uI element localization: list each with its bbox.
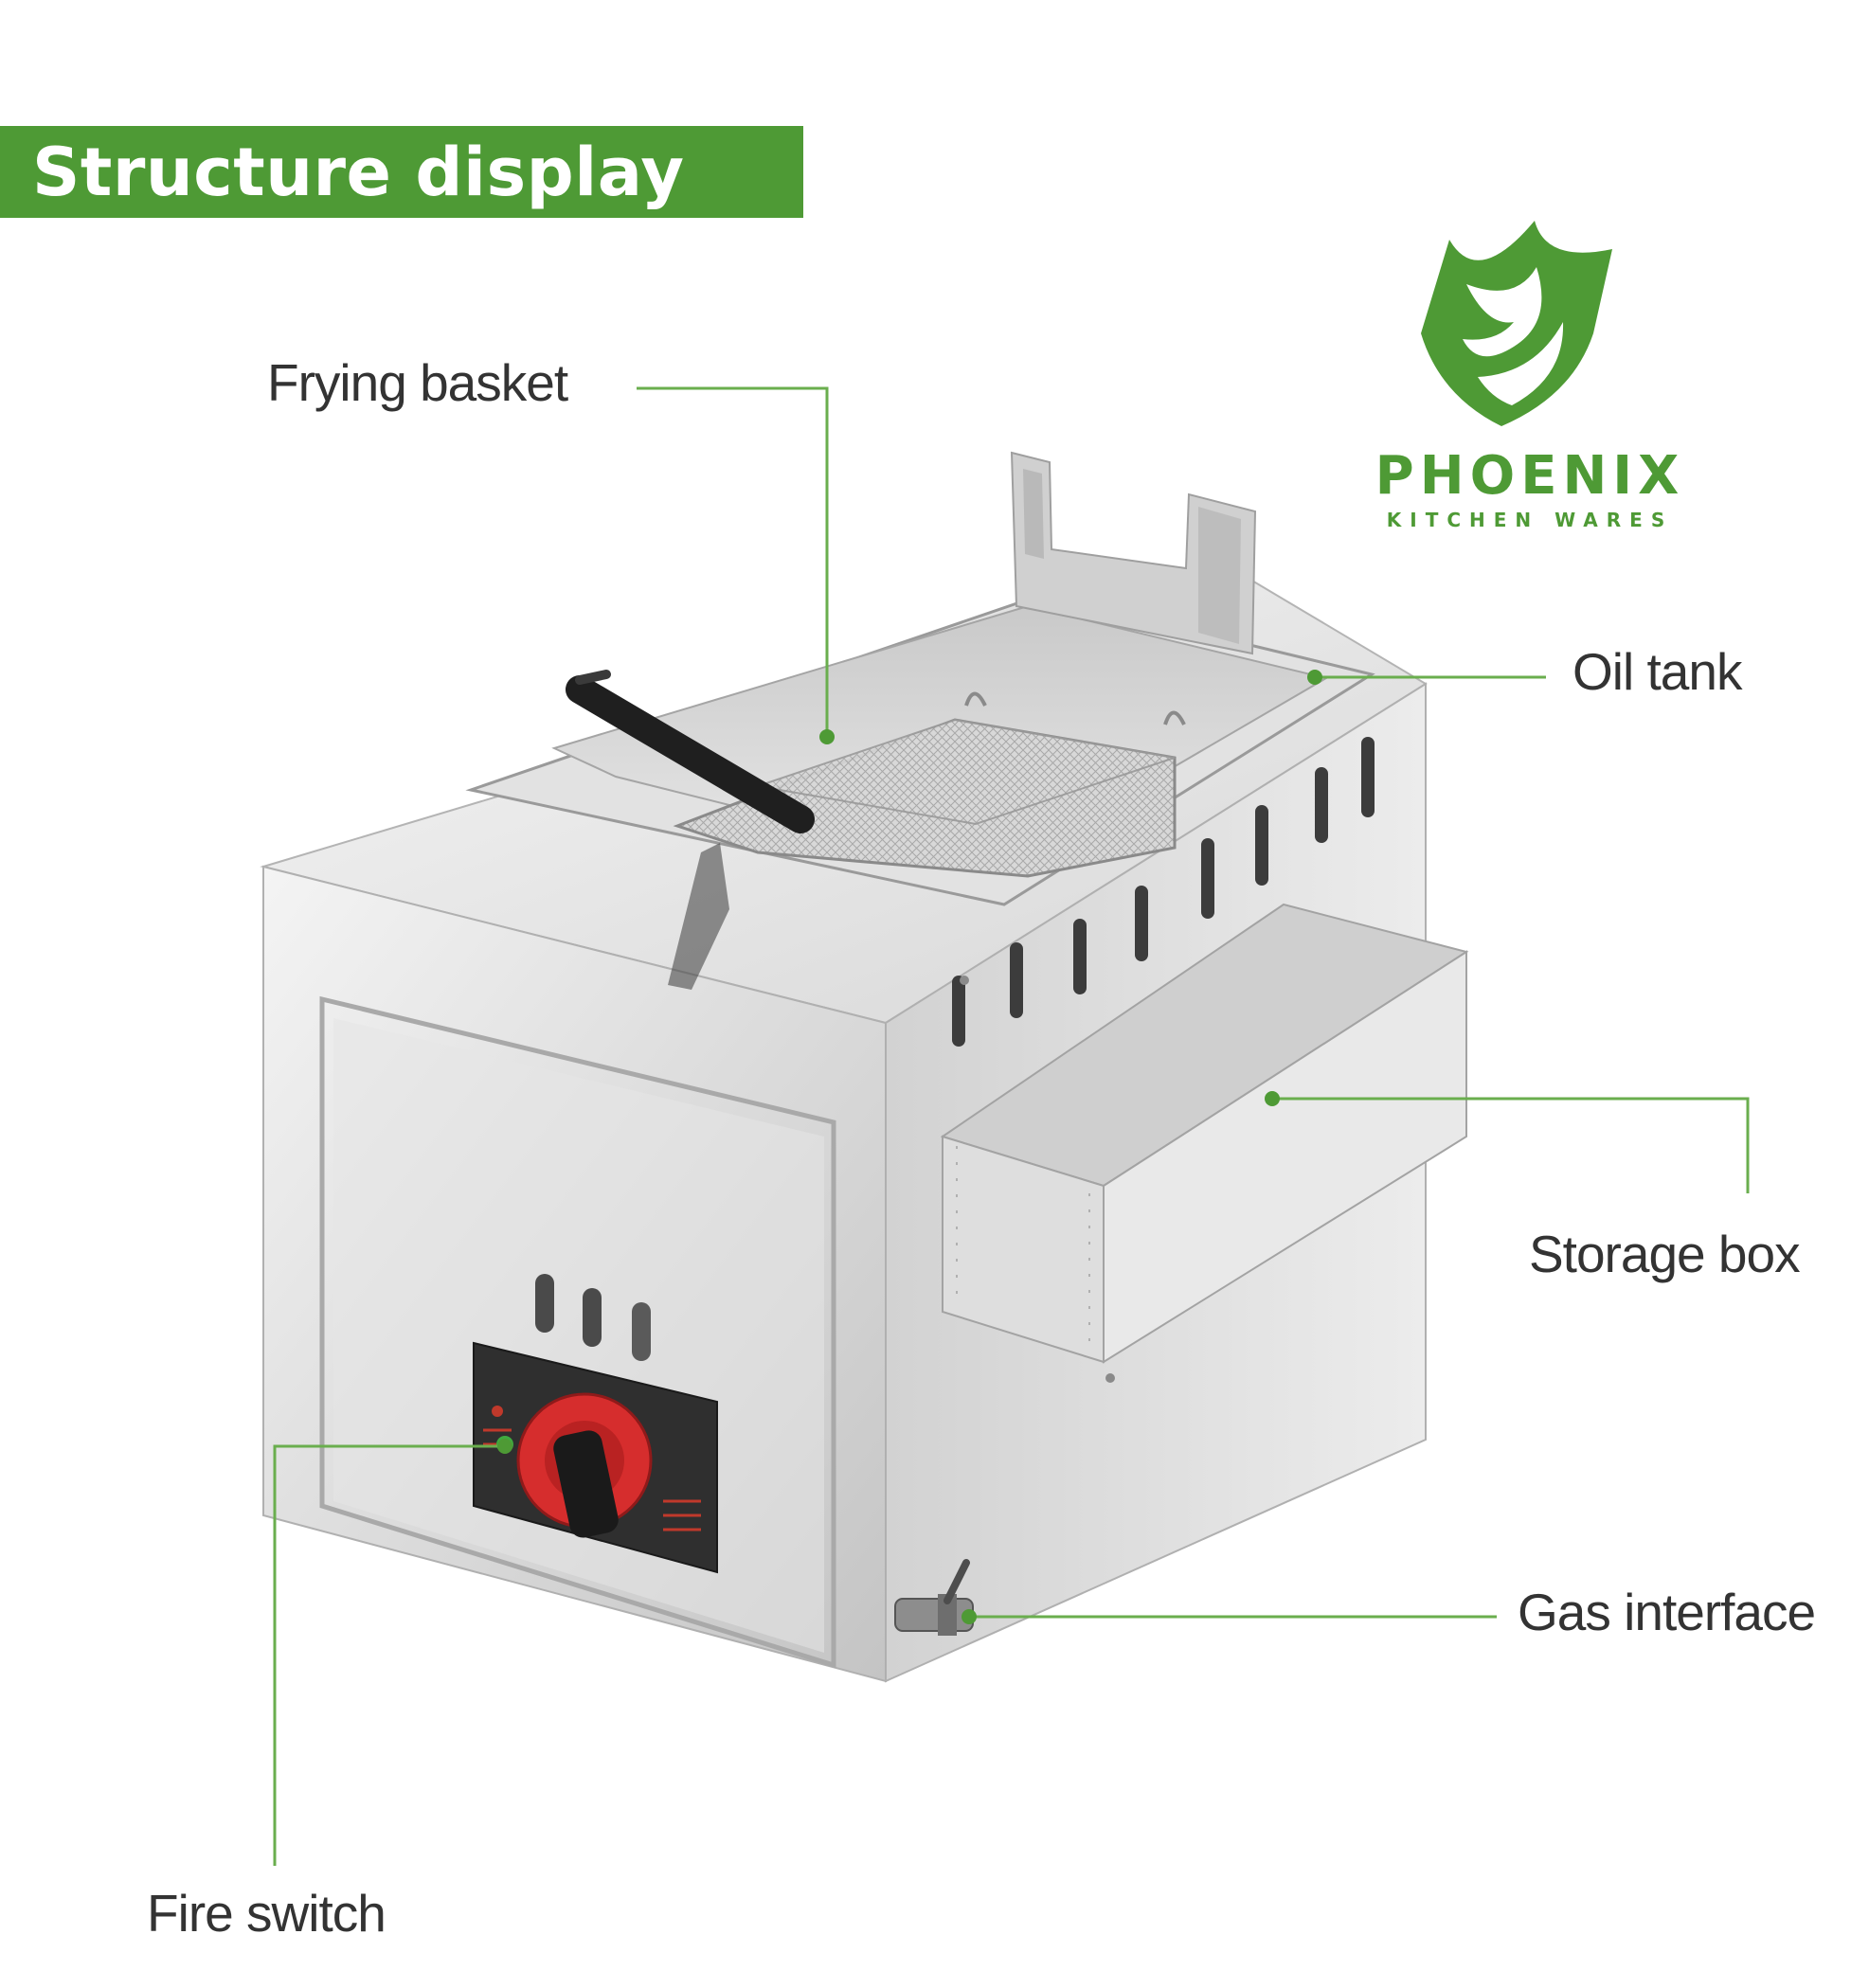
phoenix-shield-icon bbox=[1421, 221, 1612, 426]
callout-oil-tank: Oil tank bbox=[1572, 642, 1742, 701]
frying-basket bbox=[566, 670, 1186, 990]
callout-frying-basket: Frying basket bbox=[267, 353, 568, 412]
fire-switch-knob bbox=[516, 1392, 653, 1538]
callout-gas-interface: Gas interface bbox=[1518, 1583, 1816, 1641]
logo-name: PHOENIX bbox=[1375, 445, 1685, 507]
tank-handle-plate bbox=[1010, 451, 1257, 655]
leader-fire-switch bbox=[273, 1444, 505, 1866]
callout-leaders bbox=[273, 386, 1750, 1866]
storage-box bbox=[940, 903, 1469, 1383]
banner-title: Structure display bbox=[32, 133, 685, 211]
title-banner: Structure display bbox=[0, 126, 803, 218]
logo-tagline: KITCHEN WARES bbox=[1386, 509, 1674, 531]
callout-fire-switch: Fire switch bbox=[147, 1884, 386, 1943]
side-vent-slots bbox=[952, 737, 1375, 1047]
leader-frying-basket bbox=[637, 386, 829, 737]
leader-dots bbox=[497, 670, 1322, 1624]
callout-storage-box: Storage box bbox=[1529, 1225, 1801, 1283]
leader-storage-box bbox=[1272, 1097, 1750, 1193]
gas-interface bbox=[894, 1559, 974, 1636]
